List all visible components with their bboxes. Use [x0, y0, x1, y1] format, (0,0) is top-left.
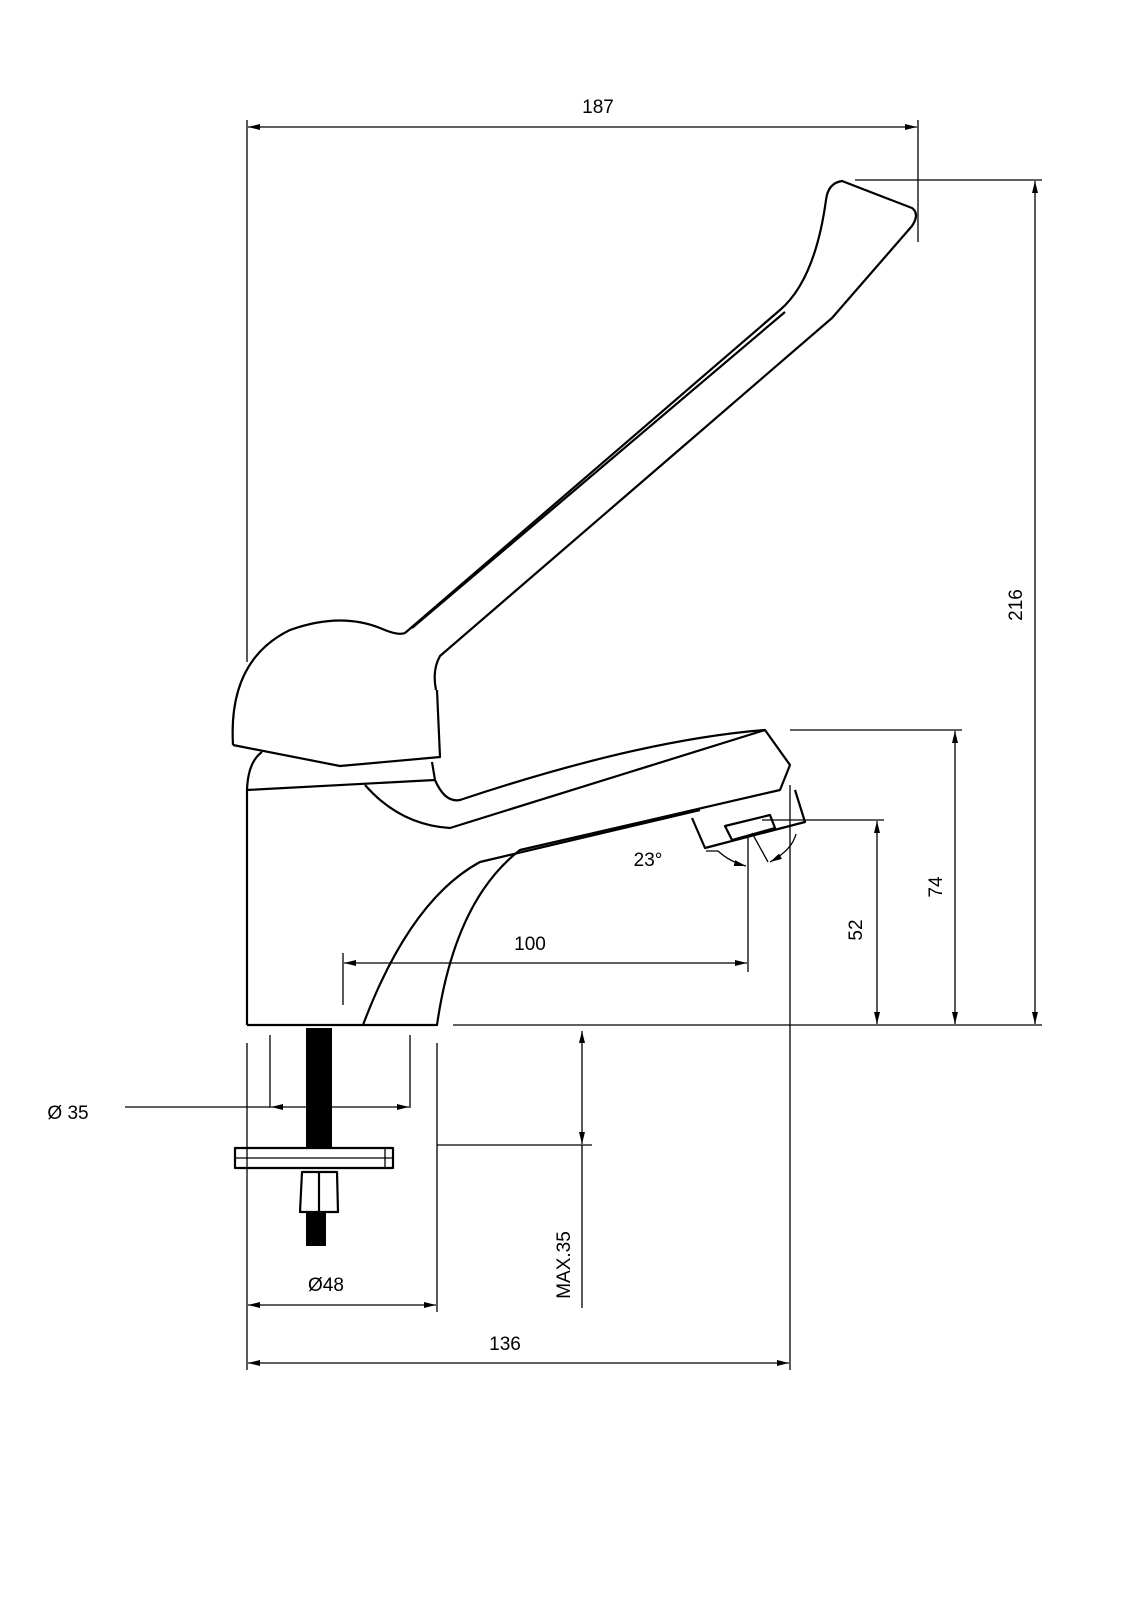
nut — [298, 1170, 340, 1214]
dim-base-48: Ø48 — [308, 1275, 344, 1296]
dim-angle-23: 23° — [634, 850, 663, 871]
dim-52: 52 — [846, 919, 867, 940]
body — [245, 728, 792, 1027]
faucet-body — [231, 179, 918, 1246]
dim-74: 74 — [926, 876, 947, 898]
rod-end — [306, 1212, 326, 1246]
dim-max-35: MAX.35 — [554, 1231, 575, 1299]
dim-136: 136 — [489, 1334, 521, 1355]
aerator — [690, 789, 807, 850]
lever-handle — [404, 179, 918, 691]
dim-187: 187 — [582, 97, 614, 118]
dimensions: 187 216 74 52 100 23° Ø 35 — [47, 97, 1042, 1370]
dim-100: 100 — [514, 934, 546, 955]
dim-hole-35: Ø 35 — [47, 1103, 88, 1124]
handle-dome — [231, 619, 442, 768]
dim-216: 216 — [1006, 589, 1027, 621]
threaded-rod — [306, 1028, 332, 1148]
